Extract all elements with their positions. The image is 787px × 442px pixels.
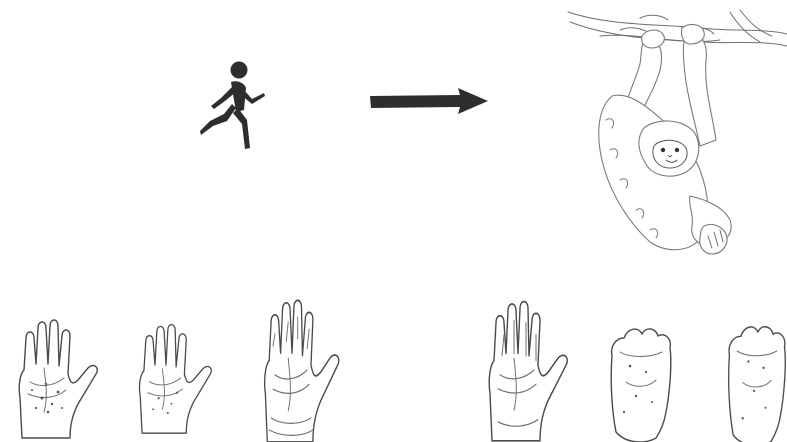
right-arrow-icon [370,88,488,114]
hand-sketch-1 [19,320,97,438]
foot-sketch-2 [729,327,786,442]
hand-sketch-3 [265,300,339,442]
foot-sketch-1 [611,329,671,442]
hand-sketch-4 [489,302,567,441]
running-person-icon [200,62,265,150]
hanging-gibbon-illustration [568,10,787,254]
branch [568,10,787,46]
hand-sketch-2 [140,325,212,434]
